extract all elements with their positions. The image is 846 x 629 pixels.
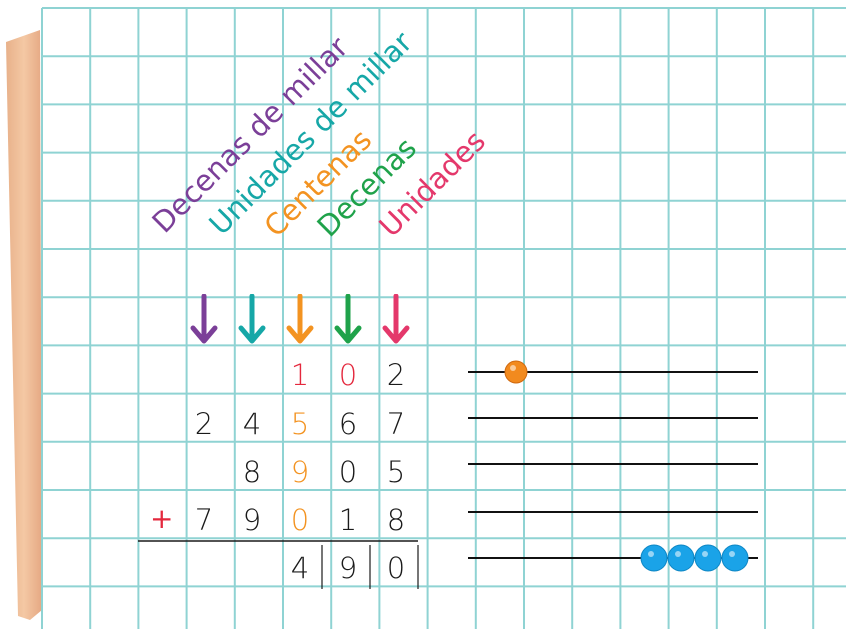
result-separators bbox=[0, 0, 846, 629]
